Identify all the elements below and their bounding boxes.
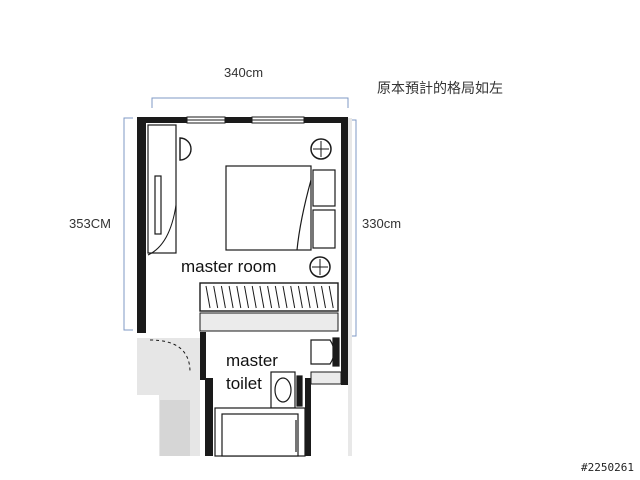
wardrobe-hanger [305, 285, 311, 309]
ceiling-light-bottom [309, 256, 331, 278]
top-windows [186, 116, 305, 124]
entry-partition [147, 124, 177, 256]
master-toilet-label-line2: toilet [226, 374, 262, 393]
master-room-label: master room [181, 257, 276, 276]
bathtub [214, 407, 306, 457]
wardrobe-hanger [228, 285, 234, 309]
toilet-fixture [310, 337, 340, 367]
hallway-gap [137, 395, 159, 456]
top-dimension-label: 340cm [224, 65, 263, 80]
wardrobe-hanger [282, 285, 288, 309]
wardrobe-hanger [313, 285, 319, 309]
left-dimension-label: 353CM [69, 216, 111, 231]
sink [270, 371, 303, 409]
wardrobe-hanger [205, 285, 211, 309]
layout-note: 原本預計的格局如左 [377, 81, 503, 97]
top-dimension-line [151, 97, 349, 108]
wardrobe-hanger [244, 285, 249, 309]
wardrobe-hanger [220, 285, 226, 309]
wardrobe-hanger [267, 285, 273, 309]
ceiling-light-top [310, 138, 332, 160]
left-dimension-line [123, 117, 133, 331]
watermark-id: #2250261 [581, 461, 634, 474]
wardrobe-hanger [290, 285, 296, 309]
wardrobe-hanger [213, 285, 219, 309]
bed [225, 165, 336, 251]
wardrobe [199, 282, 339, 332]
wardrobe-hanger [251, 285, 257, 309]
wardrobe-hanger [259, 285, 265, 309]
master-toilet-label-line1: master [226, 351, 278, 370]
wardrobe-hanger [297, 285, 303, 309]
wardrobe-hanger [321, 285, 326, 309]
right-dimension-line [350, 119, 357, 337]
toilet-shelf [310, 371, 342, 385]
toilet-wall-lower [205, 400, 213, 456]
hallway-block [160, 400, 190, 456]
toilet-door-arc [149, 339, 191, 373]
wardrobe-hanger [274, 285, 280, 309]
wardrobe-hanger [328, 285, 334, 309]
wardrobe-hanger [236, 285, 242, 309]
right-dimension-label: 330cm [362, 216, 401, 231]
round-fixture [179, 137, 192, 161]
